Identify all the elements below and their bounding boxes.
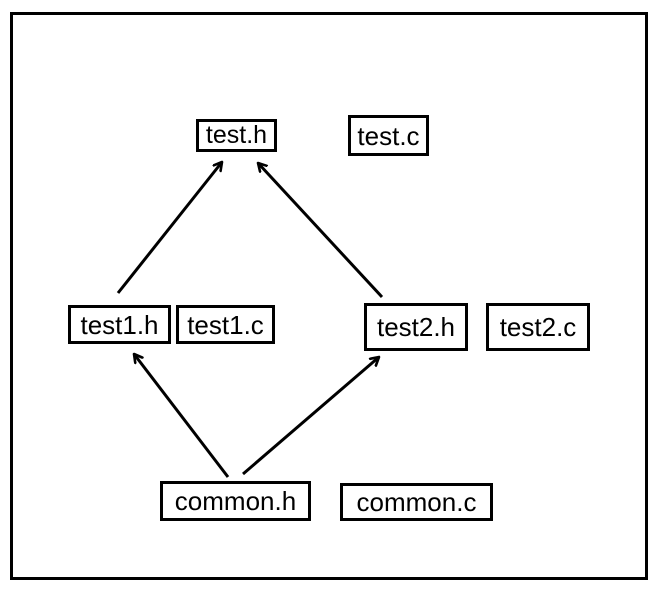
node-test2-h: test2.h [364,303,468,351]
node-test1-h-label: test1.h [80,309,159,340]
node-test2-h-label: test2.h [376,312,456,342]
node-test1-c-label: test1.c [187,309,264,340]
node-common-h-label: common.h [174,486,297,516]
diagram-border [10,12,648,580]
node-test-c-label: test.c [357,120,420,151]
node-test-h-label: test.h [205,121,268,149]
node-common-c: common.c [340,483,493,521]
node-common-c-label: common.c [356,487,477,517]
node-test-h: test.h [196,119,277,152]
node-common-h: common.h [160,481,311,521]
node-test-c: test.c [348,115,429,156]
node-test1-h: test1.h [68,305,171,344]
node-test2-c-label: test2.c [499,312,577,342]
node-test1-c: test1.c [176,305,275,344]
node-test2-c: test2.c [486,303,590,351]
